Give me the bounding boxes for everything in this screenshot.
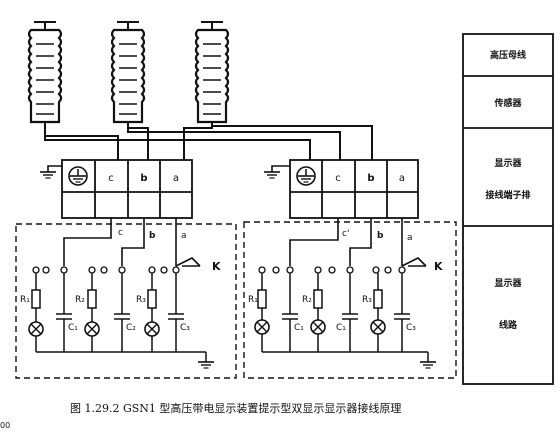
ground-symbol-left-block [39,165,62,179]
ground-symbol-right-block [263,165,290,179]
circuit-left [31,273,207,362]
legend-display-terminal-1: 显示器 [494,158,522,169]
lamp-right-1 [254,319,270,335]
legend-display-circuit-1: 显示器 [494,278,522,289]
terminal-row-right [258,266,406,274]
sensor-insulator-1 [27,20,63,124]
capacitor-label-left-2: C₂ [126,323,136,333]
capacitor-label-left-3: C₃ [180,323,190,333]
terminal-label-left-b: b [140,173,147,184]
switch-label-left: K [212,260,221,273]
display-enclosure-left [15,223,237,379]
ground-symbol-left-circuit [197,361,215,369]
capacitor-label-right-3: C₃ [406,323,416,333]
capacitor-label-right-1: C₁ [294,323,304,333]
resistor-label-right-2: R₂ [302,295,312,305]
lead-label-right-c: c' [342,229,349,239]
ground-terminal-right [296,166,316,186]
corner-mark: 00 [0,421,10,430]
lead-label-left-b: b [149,231,156,241]
terminal-label-left-c: c [108,173,114,184]
legend-sensor: 传感器 [493,97,522,109]
lamp-right-3 [370,319,386,335]
ground-symbol-right-circuit [419,361,437,369]
terminal-label-left-a: a [173,173,179,184]
legend-display-circuit-2: 线路 [499,319,518,331]
display-enclosure-right [243,221,457,379]
terminal-label-right-a: a [399,173,405,184]
legend-display-terminal-2: 接线端子排 [485,189,530,201]
lamp-right-2 [310,319,326,335]
switch-k-right [401,257,427,267]
leads-right [289,218,403,266]
leads-left [63,218,177,266]
terminal-label-right-c: c [335,173,341,184]
sensor-insulator-3 [194,20,230,124]
resistor-label-right-3: R₃ [362,295,372,305]
switch-k-left [175,257,201,267]
lamp-left-3 [144,321,160,337]
lead-label-left-c: c [118,228,123,238]
lead-label-right-b: b [377,231,384,241]
capacitor-label-left-1: C₁ [68,323,78,333]
circuit-right [257,273,429,362]
sensor-wiring [44,122,373,160]
ground-terminal-left [68,166,88,186]
terminal-block-right [289,159,419,219]
resistor-label-left-1: R₁ [20,295,30,305]
resistor-label-right-1: R₁ [248,295,258,305]
terminal-row-left [32,266,180,274]
legend-bus: 高压母线 [490,49,526,61]
lead-label-left-a: a [181,231,187,241]
legend-panel [462,33,554,385]
lamp-left-1 [28,321,44,337]
switch-label-right: K [434,260,443,273]
terminal-label-right-b: b [367,173,374,184]
resistor-label-left-2: R₂ [75,295,85,305]
lamp-left-2 [84,321,100,337]
terminal-block-left [61,159,193,219]
resistor-label-left-3: R₃ [136,295,146,305]
lead-label-right-a: a [407,233,413,243]
sensor-insulator-2 [110,20,146,124]
capacitor-label-right-2: C₁ [336,323,346,333]
figure-caption: 图 1.29.2 GSN1 型高压带电显示装置提示型双显示显示器接线原理 [70,401,401,415]
